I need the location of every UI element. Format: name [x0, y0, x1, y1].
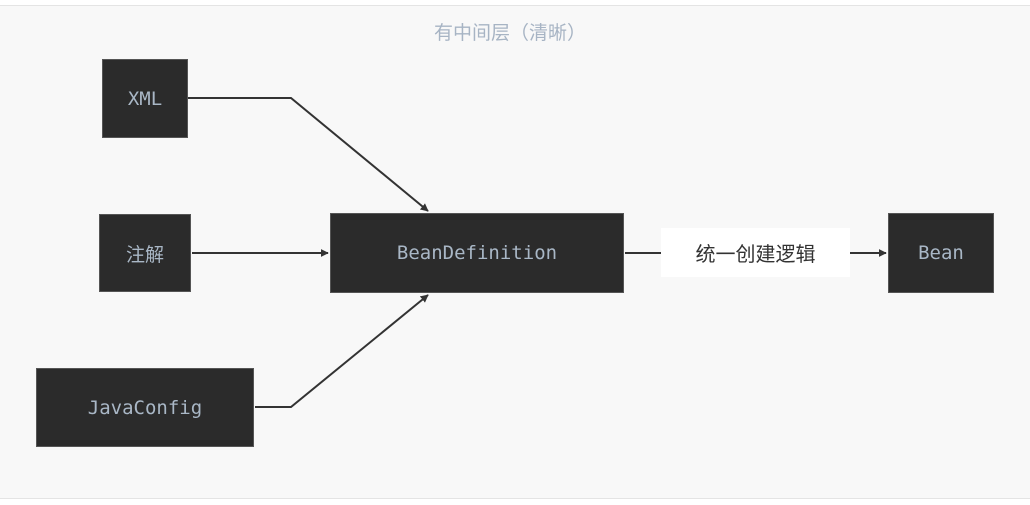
edge-javaconfig-to-beandefinition	[255, 294, 429, 408]
node-beandefinition: BeanDefinition	[330, 213, 624, 293]
node-annotation: 注解	[99, 214, 191, 292]
edge-xml-to-beandefinition	[188, 97, 429, 212]
diagram-title: 有中间层（清晰）	[433, 22, 586, 44]
edge-label-unified-creation-logic: 统一创建逻辑	[661, 228, 850, 277]
node-xml: XML	[102, 59, 188, 138]
node-bean: Bean	[888, 213, 994, 293]
node-javaconfig: JavaConfig	[36, 368, 254, 447]
